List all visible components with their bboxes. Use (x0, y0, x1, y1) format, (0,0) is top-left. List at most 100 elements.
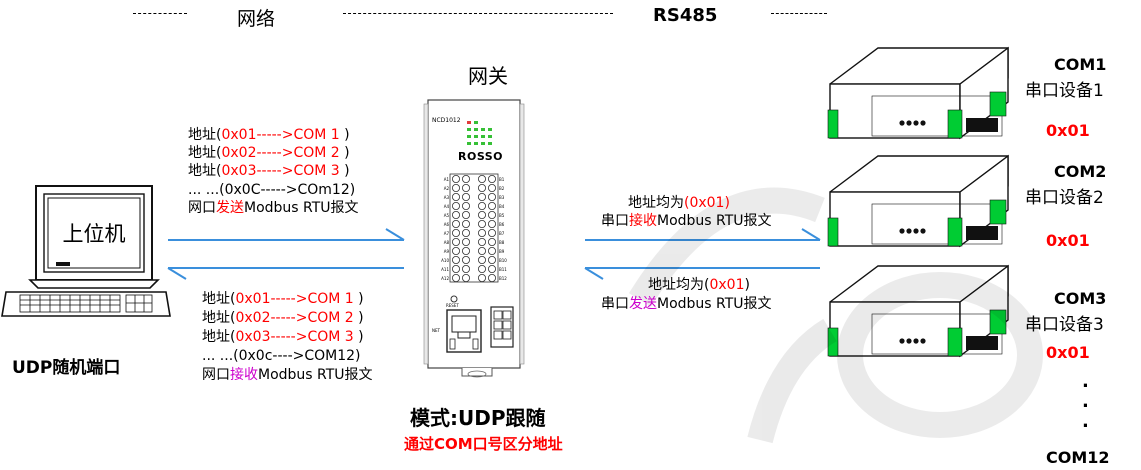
serial-device-box (827, 154, 1009, 248)
send-address-line: 地址(0x01----->COM 1 ) (188, 127, 350, 143)
device-port-label: COM2 (1054, 162, 1107, 181)
terminal-screw (477, 228, 486, 237)
terminal-label: A1 (444, 177, 450, 182)
header-dash-left (133, 13, 187, 14)
terminal-frame (449, 173, 499, 283)
host-to-gateway-arrow (168, 228, 405, 241)
terminal-screw (451, 255, 460, 264)
recv-address-line: 地址(0x03----->COM 3 ) (202, 329, 364, 345)
terminal-label: A7 (444, 231, 450, 236)
terminal-screw (461, 183, 470, 192)
terminal-screw (477, 273, 486, 282)
terminal-screw (487, 264, 496, 273)
terminal-label: A5 (444, 213, 450, 218)
device-indicator (920, 120, 926, 126)
status-leds (467, 121, 492, 145)
terminal-screw (451, 183, 460, 192)
device-name-label: 串口设备3 (1025, 315, 1104, 335)
device-address-label: 0x01 (1046, 121, 1090, 140)
watermark-shape (628, 187, 1043, 444)
terminal-screw (461, 237, 470, 246)
device-indicator (906, 228, 912, 234)
terminal-screw (487, 210, 496, 219)
device-port-label: COM3 (1054, 289, 1107, 308)
terminal-label: A4 (444, 204, 450, 209)
send-ellipsis-line: ... ...(0x0C----->COm12) (188, 182, 356, 198)
terminal-screw (451, 210, 460, 219)
terminal-label: B5 (499, 213, 505, 218)
terminal-screw (451, 201, 460, 210)
terminal-label: A12 (441, 276, 449, 281)
rs485-label: RS485 (653, 5, 718, 26)
rs-send-message-line: 串口发送Modbus RTU报文 (601, 296, 772, 312)
terminal-screw (451, 273, 460, 282)
terminal-label: B11 (499, 267, 507, 272)
device-address-label: 0x01 (1046, 343, 1090, 362)
device-address-label: 0x01 (1046, 231, 1090, 250)
terminal-screw (451, 264, 460, 273)
terminal-screw (487, 255, 496, 264)
terminal-label: B3 (499, 195, 505, 200)
terminal-label: B2 (499, 186, 505, 191)
terminal-screw (477, 264, 486, 273)
device-indicator (920, 228, 926, 234)
send-footer-line: 网口发送Modbus RTU报文 (188, 200, 359, 216)
terminal-screw (487, 183, 496, 192)
terminal-screw (461, 273, 470, 282)
recv-address-line: 地址(0x02----->COM 2 ) (202, 310, 364, 326)
serial-device-box (827, 264, 1009, 358)
gateway-title: 网关 (468, 64, 508, 88)
terminal-screw (451, 192, 460, 201)
terminal-label: B1 (499, 177, 505, 182)
network-label: 网络 (237, 8, 276, 30)
device-indicator (913, 228, 919, 234)
device-port-label: COM1 (1054, 55, 1107, 74)
terminal-screw (487, 228, 496, 237)
terminal-screw (461, 228, 470, 237)
terminal-label: B8 (499, 240, 505, 245)
terminal-screw (477, 201, 486, 210)
rs-recv-address-line: 地址均为(0x01) (628, 195, 730, 211)
terminal-screw (477, 210, 486, 219)
terminal-label: A10 (441, 258, 449, 263)
net-label: NET (432, 328, 440, 333)
terminal-screw (461, 255, 470, 264)
terminal-screw (461, 264, 470, 273)
terminal-label: B7 (499, 231, 505, 236)
terminal-label: B6 (499, 222, 505, 227)
device-name-label: 串口设备2 (1025, 188, 1104, 208)
terminal-screw (461, 246, 470, 255)
host-computer (1, 185, 171, 317)
terminal-label: B9 (499, 249, 505, 254)
device-indicator (899, 120, 905, 126)
terminal-screw (487, 219, 496, 228)
terminal-screw (451, 246, 460, 255)
device-indicator (913, 120, 919, 126)
terminal-screw (477, 183, 486, 192)
terminal-screw (461, 210, 470, 219)
device-name-label: 串口设备1 (1025, 81, 1104, 101)
device-indicator (899, 338, 905, 344)
terminal-screw (477, 255, 486, 264)
terminal-label: A11 (441, 267, 449, 272)
mode-label: 模式:UDP跟随 (410, 406, 546, 430)
terminal-screw (487, 201, 496, 210)
terminal-screw (487, 174, 496, 183)
devices-to-gateway-arrow (584, 267, 820, 280)
device-indicator (906, 338, 912, 344)
terminal-screw (477, 219, 486, 228)
send-address-line: 地址(0x02----->COM 2 ) (188, 145, 350, 161)
terminal-screw (487, 192, 496, 201)
terminal-screw (461, 219, 470, 228)
device-indicator (906, 120, 912, 126)
send-address-line: 地址(0x03----->COM 3 ) (188, 163, 350, 179)
header-dash-middle (343, 13, 613, 14)
gateway-to-devices-arrow (585, 228, 821, 241)
terminal-label: A9 (444, 249, 450, 254)
brand-logo: ROSSO (458, 150, 504, 163)
terminal-screw (477, 246, 486, 255)
terminal-screw (451, 174, 460, 183)
terminal-label: A6 (444, 222, 450, 227)
